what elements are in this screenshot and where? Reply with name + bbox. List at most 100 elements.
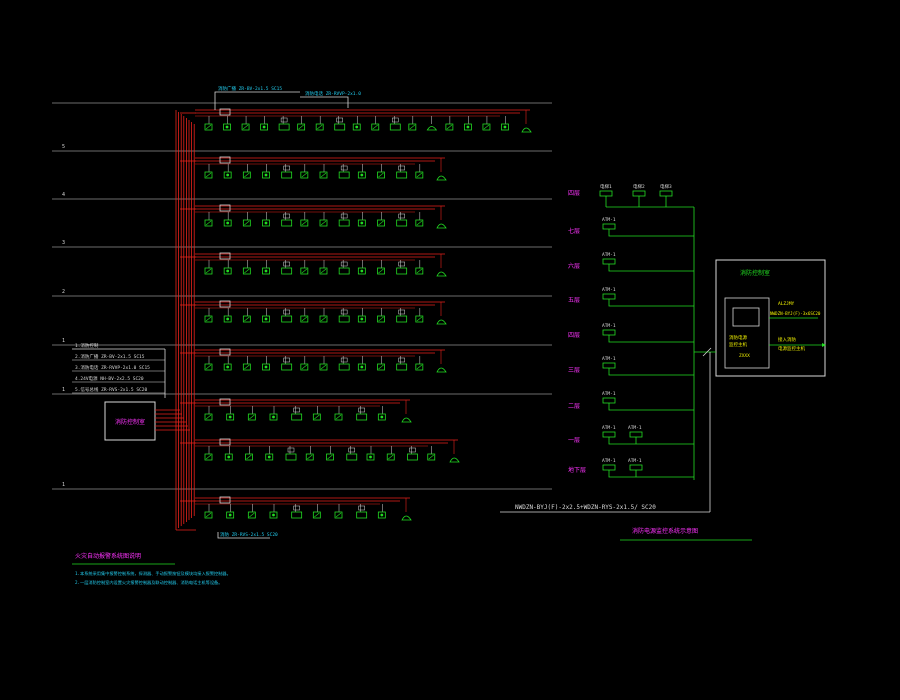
- legend-item-5: 5.信号总线 ZR-RVS-2x1.5 SC20: [75, 386, 147, 393]
- device-box: [408, 123, 417, 131]
- device-box: [319, 171, 328, 179]
- device: [338, 213, 350, 227]
- device-mark: [320, 316, 327, 322]
- device: [357, 363, 366, 371]
- device: [326, 453, 334, 461]
- module-box: [356, 413, 368, 421]
- device: [389, 117, 401, 131]
- device-mark: [416, 364, 423, 370]
- row-module: [219, 252, 231, 260]
- floor-label: 三层: [568, 367, 580, 374]
- device: [285, 447, 297, 461]
- device-mark: [320, 220, 327, 226]
- bus-cable-label: NWDZN-BYJ(F)-2x2.5+WDZN-RYS-2x1.5/ SC20: [515, 504, 656, 511]
- monitor-unit: [629, 464, 643, 471]
- device: [204, 511, 213, 519]
- device-box: [357, 315, 366, 323]
- device-box: [415, 363, 424, 371]
- module-top: [340, 261, 348, 267]
- module-box: [338, 267, 350, 275]
- floor-mark: 4: [62, 192, 65, 198]
- terminal-detector: [401, 515, 412, 521]
- device-mark: [301, 316, 308, 322]
- device: [291, 505, 303, 519]
- top-label-broadcast: 消防广播 ZR-BV-2x1.5 SC15: [218, 85, 282, 92]
- unit-label: ATM-1: [602, 217, 616, 223]
- legend-item-3: 3.消防电话 ZR-RVVP-2x1.0 SC15: [75, 364, 150, 371]
- device-row: [180, 156, 447, 181]
- device-box: [305, 453, 314, 461]
- device-dot: [466, 125, 470, 129]
- module-box: [281, 219, 293, 227]
- device: [415, 219, 424, 227]
- legend: 1.消防控制 2.消防广播 ZR-BV-2x1.5 SC15 3.消防电话 ZR…: [72, 342, 166, 398]
- device-box: [326, 453, 334, 461]
- device-dot: [227, 455, 231, 459]
- device: [278, 117, 290, 131]
- device-mark: [244, 364, 250, 370]
- device-dot: [380, 415, 384, 419]
- terminal-detector: [521, 127, 532, 133]
- device-dot: [228, 415, 232, 419]
- device-dot: [226, 269, 230, 273]
- unit-label: ATM-1: [602, 252, 616, 258]
- device-box: [464, 123, 472, 131]
- svg-text:ALZJMY: ALZJMY: [778, 301, 795, 307]
- device-dot: [272, 415, 275, 419]
- device-box: [445, 123, 454, 131]
- module-top: [409, 447, 416, 453]
- module-box: [291, 413, 303, 421]
- module-top: [340, 165, 348, 171]
- device: [319, 363, 328, 371]
- module-top: [398, 309, 405, 315]
- device: [204, 413, 213, 421]
- device: [338, 357, 350, 371]
- device: [241, 123, 250, 131]
- device: [356, 505, 368, 519]
- device: [319, 171, 328, 179]
- monitor-unit: [602, 293, 616, 300]
- device: [501, 123, 509, 131]
- device-mark: [298, 124, 304, 130]
- device-mark: [205, 316, 212, 322]
- device: [357, 315, 366, 323]
- module-box: [338, 171, 350, 179]
- device: [396, 309, 408, 323]
- device: [377, 267, 385, 275]
- module-box: [338, 315, 350, 323]
- device-mark: [335, 512, 342, 518]
- device: [247, 511, 256, 519]
- device: [312, 413, 321, 421]
- device: [281, 309, 293, 323]
- control-room-label: 消防控制室: [115, 418, 145, 426]
- module-top: [283, 213, 290, 219]
- device-box: [415, 171, 424, 179]
- notes-line-1: 1.本系统采用集中报警控制系统，探测器、手动报警按钮及模块均接入报警控制器。: [75, 570, 231, 577]
- unit-wire: [608, 335, 694, 343]
- device-box: [357, 219, 366, 227]
- terminal-detector: [436, 271, 447, 277]
- device-mark: [249, 414, 255, 420]
- device: [377, 171, 385, 179]
- device-dot: [226, 365, 230, 369]
- device-box: [262, 267, 270, 275]
- device: [482, 123, 491, 131]
- device-box: [377, 267, 385, 275]
- module-box: [291, 511, 303, 519]
- notes-block: 火灾自动报警系统图说明 1.本系统采用集中报警控制系统，探测器、手动报警按钮及模…: [72, 552, 231, 586]
- device: [396, 165, 408, 179]
- device-mark: [428, 454, 434, 460]
- floor-label: 七层: [568, 227, 580, 235]
- device-box: [377, 171, 385, 179]
- device: [305, 453, 314, 461]
- unit-label: ATM-1: [602, 391, 616, 397]
- device-box: [223, 219, 232, 227]
- device-mark: [320, 364, 327, 370]
- svg-text:接入消防: 接入消防: [778, 336, 796, 343]
- device-box: [265, 453, 274, 461]
- riser-bundle: [175, 110, 196, 531]
- device: [445, 123, 454, 131]
- monitoring-room: 消防控制室 消防电源 监控主机 ZXXX ALZJMY NWDZN-BYJ(F)…: [694, 259, 826, 512]
- device: [427, 453, 436, 461]
